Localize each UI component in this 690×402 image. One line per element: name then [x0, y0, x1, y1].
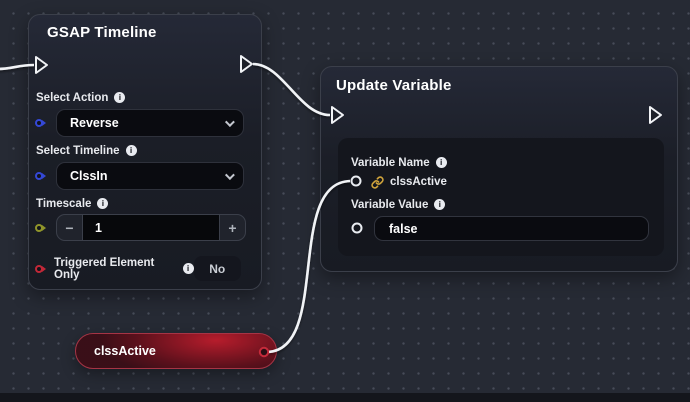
variable-value-label: Variable Value: [351, 198, 429, 211]
select-timeline-row: ClssIn: [35, 162, 255, 190]
update-variable-panel: Variable Name i clssActive Variable Valu…: [338, 138, 664, 256]
variable-value-label-row: Variable Value i: [351, 198, 446, 211]
gsap-timeline-node[interactable]: GSAP Timeline Select Action i Reverse Se…: [28, 14, 262, 290]
trigger-port-icon[interactable]: [35, 264, 43, 273]
select-action-row: Reverse: [35, 109, 255, 137]
wire-gsap-to-update[interactable]: [252, 62, 331, 117]
info-icon[interactable]: i: [182, 263, 194, 274]
timeline-port-icon[interactable]: [35, 172, 43, 180]
info-icon[interactable]: i: [435, 157, 447, 168]
canvas-bottom-edge: [0, 393, 690, 402]
select-timeline-value: ClssIn: [70, 169, 108, 183]
triggered-element-label: Triggered Element Only: [54, 256, 155, 281]
info-icon[interactable]: i: [97, 198, 109, 209]
variable-name-label-row: Variable Name i: [351, 156, 447, 169]
info-icon[interactable]: i: [125, 145, 137, 156]
triggered-element-row: Triggered Element Only i No: [35, 255, 241, 282]
select-timeline-label: Select Timeline: [36, 144, 120, 157]
timescale-row: − 1 +: [35, 214, 257, 241]
timescale-label: Timescale: [36, 197, 92, 210]
link-icon: [371, 175, 384, 189]
variable-name-value[interactable]: clssActive: [390, 176, 447, 188]
variable-value-input[interactable]: false: [374, 216, 649, 241]
chevron-down-icon: [224, 169, 235, 180]
triggered-element-toggle[interactable]: No: [193, 256, 241, 281]
action-port-icon[interactable]: [35, 119, 43, 127]
increment-button[interactable]: +: [228, 219, 237, 236]
update-variable-title: Update Variable: [336, 77, 452, 94]
timescale-stepper: − 1 +: [56, 214, 246, 241]
select-action-value: Reverse: [70, 116, 119, 130]
variable-name-label: Variable Name: [351, 156, 430, 169]
update-variable-node[interactable]: Update Variable Variable Name i clssActi…: [320, 66, 678, 272]
select-action-dropdown[interactable]: Reverse: [56, 109, 244, 137]
info-icon[interactable]: i: [434, 199, 446, 210]
gsap-node-title: GSAP Timeline: [47, 24, 157, 41]
timescale-label-row: Timescale i: [36, 197, 109, 210]
variable-pill-clssactive[interactable]: clssActive: [75, 333, 277, 369]
variable-pill-label: clssActive: [94, 344, 156, 358]
select-action-label: Select Action: [36, 91, 109, 104]
timescale-port-icon[interactable]: [35, 223, 43, 232]
decrement-button[interactable]: −: [65, 219, 74, 236]
select-action-label-row: Select Action i: [36, 91, 126, 104]
select-timeline-dropdown[interactable]: ClssIn: [56, 162, 244, 190]
info-icon[interactable]: i: [114, 92, 126, 103]
chevron-down-icon: [224, 116, 235, 127]
timescale-input[interactable]: 1: [82, 215, 220, 240]
variable-name-row: clssActive: [371, 175, 447, 189]
select-timeline-label-row: Select Timeline i: [36, 144, 137, 157]
